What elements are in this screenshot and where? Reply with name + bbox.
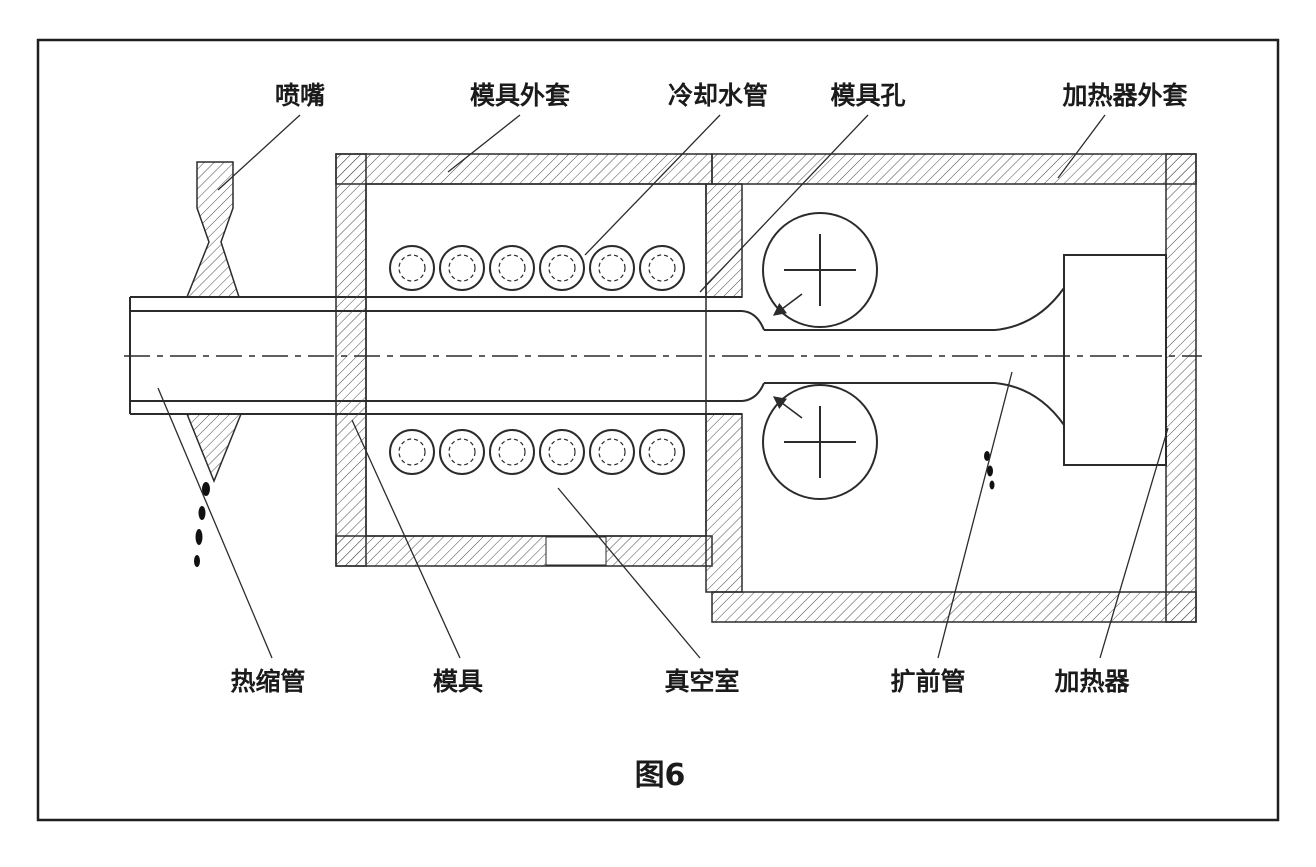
figure-border [36,38,1280,822]
leader-heater [1099,427,1169,659]
heater-shape [1063,254,1167,466]
nozzle-shape [185,161,243,484]
label-heat-shrink-tube: 热缩管 [230,667,305,696]
label-vacuum-chamber: 真空室 [664,667,739,696]
leader-mold-hole [699,114,869,293]
cooling-water-pipes-shape [389,245,685,475]
figure-caption: 图6 [635,758,686,793]
water-drops-nozzle [194,482,210,567]
leader-mold [351,419,461,659]
label-pre-expansion-tube: 扩前管 [890,667,965,696]
leader-mold-outer-sleeve [447,114,521,173]
water-drops-right [984,451,995,490]
label-mold-outer-sleeve: 模具外套 [470,81,571,110]
leader-heater-outer-sleeve [1057,114,1106,179]
label-cooling-water-pipe: 冷却水管 [668,81,768,110]
label-mold-hole: 模具孔 [830,81,905,110]
mold-outer-sleeve-shape [335,153,713,567]
separating-wall-shape [705,183,743,593]
leader-cooling-water-pipe [584,114,721,256]
label-nozzle: 喷嘴 [275,81,325,110]
roller-top-shape [762,212,878,328]
label-heater: 加热器 [1053,667,1130,696]
pre-expansion-tube-shape [741,287,1065,426]
roller-bottom-shape [762,384,878,500]
label-heater-outer-sleeve: 加热器外套 [1061,81,1188,110]
leader-lines [157,114,1169,659]
mold-shape [365,183,707,537]
leader-pre-expansion-tube [937,371,1013,659]
leader-nozzle [217,114,301,191]
leader-vacuum-chamber [557,487,701,659]
heat-shrink-tube-shape [129,296,742,415]
label-mold: 模具 [433,667,483,696]
leader-heat-shrink-tube [157,387,273,659]
